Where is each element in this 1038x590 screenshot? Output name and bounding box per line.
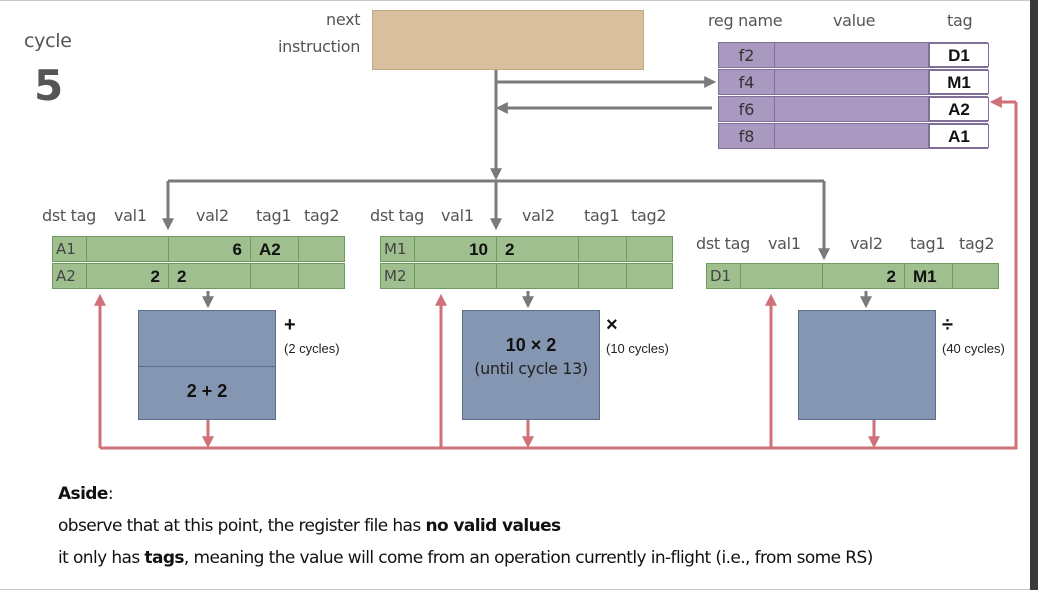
adder-stage2-text: 2 + 2 xyxy=(186,381,228,401)
frame-top-border xyxy=(0,0,1030,1)
reg-tag: A2 xyxy=(929,97,989,121)
rs-tag2 xyxy=(627,264,674,288)
divide-icon: ÷ xyxy=(942,314,953,336)
reg-tag: D1 xyxy=(929,43,989,67)
multiplier-until-text: (until cycle 13) xyxy=(474,359,588,378)
regfile-header-name: reg name xyxy=(708,11,783,30)
adder-unit: 2 + 2 xyxy=(138,310,276,420)
reg-value xyxy=(775,43,929,67)
aside-line1-bold: no valid values xyxy=(425,516,561,536)
reg-name: f4 xyxy=(719,70,775,94)
aside-title-line: Aside: xyxy=(58,484,114,504)
reg-row-f2: f2 D1 xyxy=(718,42,989,68)
multiplier-op-text: 10 × 2 xyxy=(505,335,557,355)
divider-unit xyxy=(798,310,936,420)
mult-header-tag1: tag1 xyxy=(584,206,620,225)
reg-tag: M1 xyxy=(929,70,989,94)
rs-tag1 xyxy=(251,264,299,288)
adder-header-tag1: tag1 xyxy=(256,206,292,225)
reg-name: f2 xyxy=(719,43,775,67)
reg-tag: A1 xyxy=(929,124,989,148)
aside-line-2: it only has tags, meaning the value will… xyxy=(58,548,873,568)
rs-val1: 2 xyxy=(87,264,169,288)
mult-header-dst-tag: dst tag xyxy=(370,206,424,225)
divider-latency: (40 cycles) xyxy=(942,341,1005,356)
rs-tag2 xyxy=(299,237,346,261)
aside-line2-text: it only has xyxy=(58,548,145,568)
mult-rs-row-m2: M2 xyxy=(380,263,673,289)
aside-line-1: observe that at this point, the register… xyxy=(58,516,561,536)
adder-header-val1: val1 xyxy=(114,206,147,225)
mult-header-val2: val2 xyxy=(522,206,555,225)
reg-row-f6: f6 A2 xyxy=(718,96,989,122)
div-header-dst-tag: dst tag xyxy=(696,234,750,253)
adder-rs-row-a1: A1 6 A2 xyxy=(52,236,345,262)
next-instruction-box xyxy=(372,10,644,70)
rs-val1 xyxy=(741,264,823,288)
aside-colon: : xyxy=(107,484,114,504)
aside-line2-rest: , meaning the value will come from an op… xyxy=(183,548,873,568)
aside-line2-bold: tags xyxy=(144,548,184,568)
rs-tag1 xyxy=(579,264,627,288)
reg-name: f6 xyxy=(719,97,775,121)
register-file: f2 D1 f4 M1 f6 A2 f8 A1 xyxy=(718,42,989,150)
aside-line1-text: observe that at this point, the register… xyxy=(58,516,426,536)
adder-header-tag2: tag2 xyxy=(304,206,340,225)
mult-rs-row-m1: M1 10 2 xyxy=(380,236,673,262)
rs-tag1 xyxy=(579,237,627,261)
plus-icon: + xyxy=(284,314,296,336)
rs-val2 xyxy=(497,264,579,288)
reg-value xyxy=(775,70,929,94)
aside-title: Aside xyxy=(58,484,108,504)
regfile-header-tag: tag xyxy=(947,11,973,30)
div-header-tag1: tag1 xyxy=(910,234,946,253)
rs-dst-tag: A2 xyxy=(53,264,87,288)
cycle-label: cycle xyxy=(24,30,72,52)
common-data-bus xyxy=(100,102,1018,450)
rs-val2: 6 xyxy=(169,237,251,261)
rs-tag2 xyxy=(953,264,1000,288)
multiply-icon: × xyxy=(606,314,618,336)
adder-header-dst-tag: dst tag xyxy=(42,206,96,225)
instruction-label: instruction xyxy=(278,37,361,56)
rs-val2: 2 xyxy=(823,264,905,288)
cycle-number: 5 xyxy=(34,61,64,110)
rs-dst-tag: D1 xyxy=(707,264,741,288)
reg-name: f8 xyxy=(719,124,775,148)
next-label: next xyxy=(326,10,361,29)
rs-val1: 10 xyxy=(415,237,497,261)
adder-header-val2: val2 xyxy=(196,206,229,225)
mult-header-tag2: tag2 xyxy=(631,206,667,225)
multiplier-unit: 10 × 2 (until cycle 13) xyxy=(462,310,600,420)
rs-dst-tag: M1 xyxy=(381,237,415,261)
frame-right-border xyxy=(1030,0,1038,590)
mult-header-val1: val1 xyxy=(441,206,474,225)
rs-val1 xyxy=(87,237,169,261)
div-rs-row-d1: D1 2 M1 xyxy=(706,263,999,289)
rs-tag2 xyxy=(627,237,674,261)
reg-value xyxy=(775,97,929,121)
rs-val1 xyxy=(415,264,497,288)
reg-row-f8: f8 A1 xyxy=(718,123,989,149)
reg-value xyxy=(775,124,929,148)
rs-val2: 2 xyxy=(497,237,579,261)
rs-dst-tag: A1 xyxy=(53,237,87,261)
adder-latency: (2 cycles) xyxy=(284,341,340,356)
regfile-header-value: value xyxy=(833,11,876,30)
div-header-tag2: tag2 xyxy=(959,234,995,253)
rs-tag1: M1 xyxy=(905,264,953,288)
rs-tag1: A2 xyxy=(251,237,299,261)
rs-dst-tag: M2 xyxy=(381,264,415,288)
div-header-val1: val1 xyxy=(768,234,801,253)
reg-row-f4: f4 M1 xyxy=(718,69,989,95)
rs-val2: 2 xyxy=(169,264,251,288)
multiplier-latency: (10 cycles) xyxy=(606,341,669,356)
adder-stage-divider xyxy=(139,366,275,367)
rs-tag2 xyxy=(299,264,346,288)
adder-rs-row-a2: A2 2 2 xyxy=(52,263,345,289)
div-header-val2: val2 xyxy=(850,234,883,253)
